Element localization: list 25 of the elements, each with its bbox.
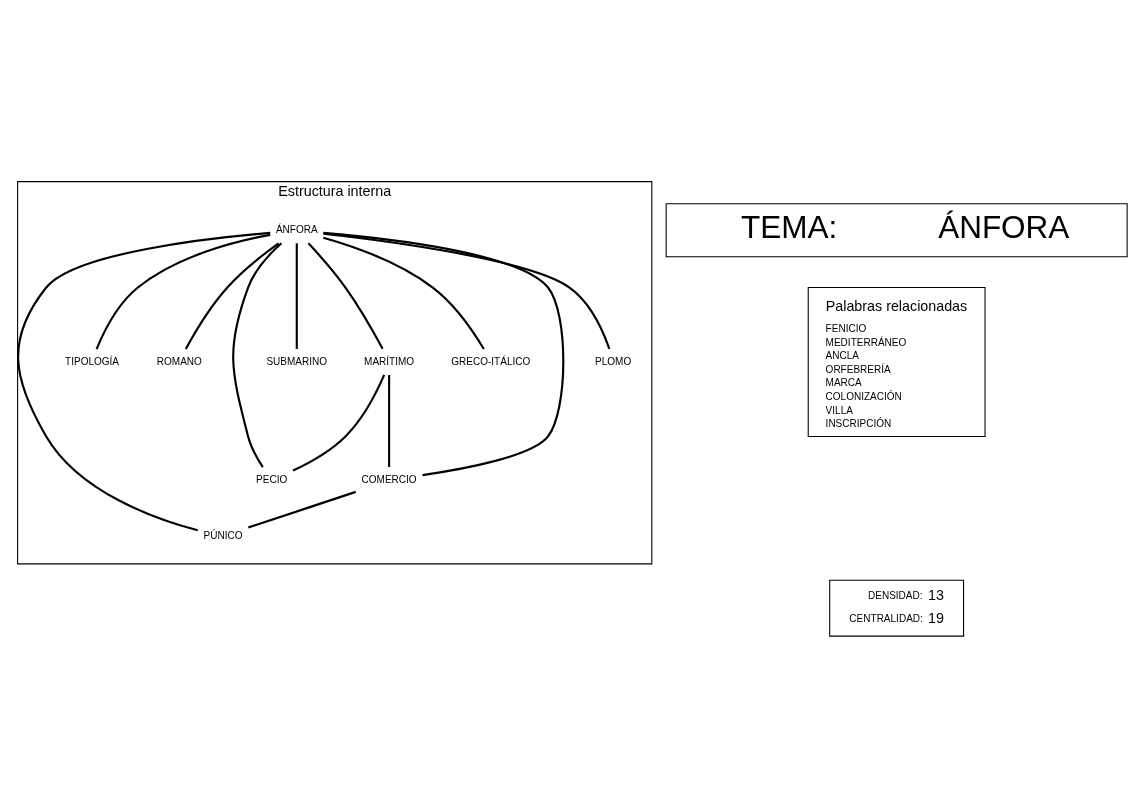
connector (307, 242, 384, 350)
node-text: PÚNICO (203, 530, 243, 542)
connector (292, 374, 386, 472)
connector (388, 374, 391, 467)
connector (247, 490, 357, 529)
node-text: PECIO (256, 473, 288, 485)
connector (323, 231, 565, 477)
connector (232, 242, 283, 468)
node-text: ROMANO (156, 355, 202, 367)
node-text: TIPOLOGÍA (65, 355, 120, 367)
connector (95, 233, 271, 350)
node-text: GRECO-ITÁLICO (451, 355, 531, 367)
node-text: ÁNFORA (275, 223, 318, 235)
connector (323, 232, 611, 350)
node-box: DENSIDAD: 13 CENTRALIDAD: 19 (829, 579, 965, 637)
connector (184, 242, 280, 350)
node-box: Palabras relacionadas FENICIO MEDITERRÁNEO ANCLA ORFEBRERÍA MARCA COLONIZACIÓN VILLA INSCRIPCIÓN (807, 287, 986, 437)
connector (323, 236, 485, 350)
node-text: COMERCIO (361, 473, 417, 485)
node-text: SUBMARINO (266, 355, 328, 367)
connector (295, 243, 298, 349)
node-box: TEMA: ÁNFORA (665, 203, 1128, 258)
node-text: PLOMO (595, 355, 632, 367)
connector (17, 231, 271, 532)
node-text: MARÍTIMO (364, 355, 415, 367)
